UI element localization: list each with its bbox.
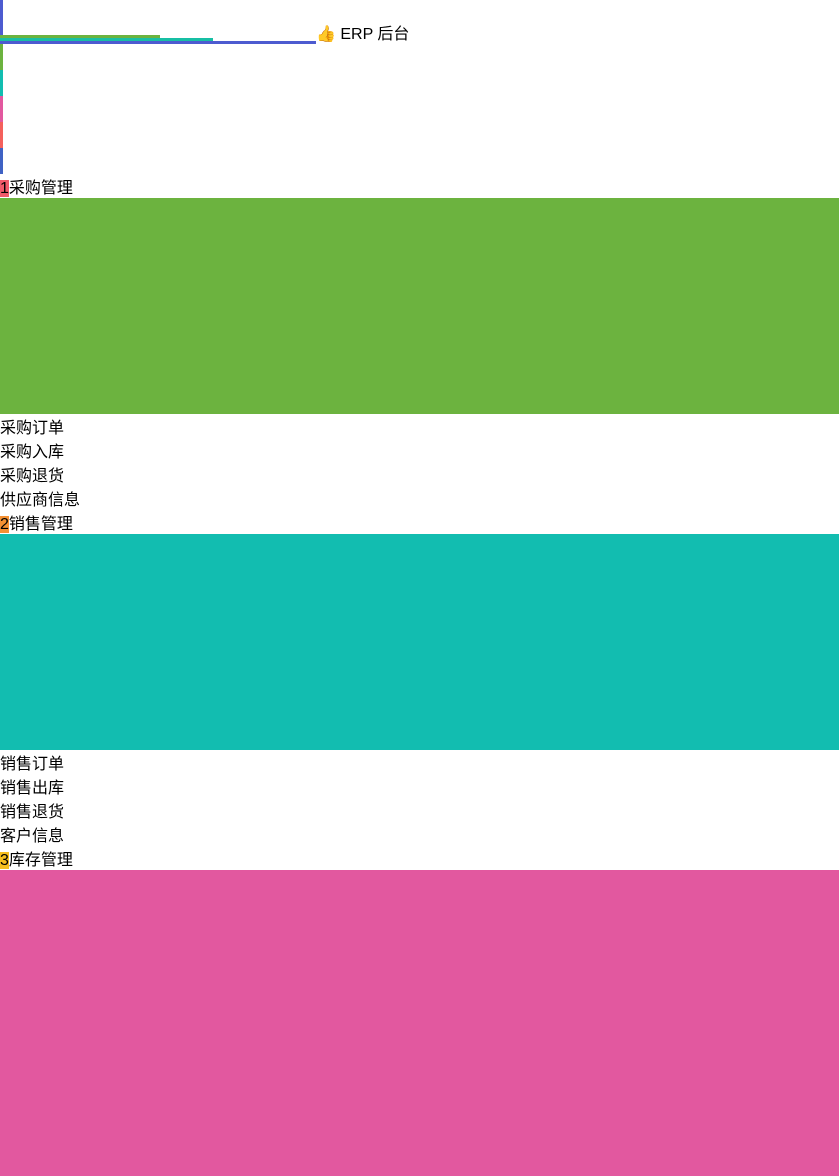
branch-header-1[interactable]: 1采购管理 (0, 174, 839, 198)
branch-drop-line-4 (0, 122, 3, 148)
leaf-label: 采购退货 (0, 468, 65, 485)
leaf-node[interactable]: 采购订单 (0, 414, 839, 438)
root-node-title: ERP 后台 (340, 26, 410, 43)
branch-spine-2 (0, 534, 839, 750)
leaf-label: 采购入库 (0, 444, 65, 461)
branch-drop-line-1 (0, 44, 3, 70)
leaf-label: 销售退货 (0, 804, 65, 821)
root-node[interactable]: 👍 ERP 后台 (316, 20, 522, 88)
leaf-node[interactable]: 销售退货 (0, 798, 839, 822)
leaf-label: 销售订单 (0, 756, 65, 773)
branch-title-3: 库存管理 (8, 852, 73, 869)
branch-column-1: 1采购管理采购订单采购入库采购退货供应商信息 (0, 174, 839, 510)
branch-drop-line-2 (0, 70, 3, 96)
branch-header-3[interactable]: 3库存管理 (0, 846, 839, 870)
branch-title-2: 销售管理 (8, 516, 73, 533)
branch-badge-3: 3 (0, 852, 9, 869)
connector-lines (0, 0, 839, 174)
leaf-node[interactable]: 供应商信息 (0, 486, 839, 510)
leaf-node[interactable]: 客户信息 (0, 822, 839, 846)
leaf-label: 销售出库 (0, 780, 65, 797)
leaf-node[interactable]: 销售订单 (0, 750, 839, 774)
leaf-node[interactable]: 采购入库 (0, 438, 839, 462)
leaf-label: 客户信息 (0, 828, 65, 845)
branch-drop-line-3 (0, 96, 3, 122)
branch-header-2[interactable]: 2销售管理 (0, 510, 839, 534)
leaf-label: 供应商信息 (0, 492, 81, 509)
root-stem-line (0, 0, 3, 35)
branch-spine-1 (0, 198, 839, 414)
branch-badge-2: 2 (0, 516, 9, 533)
bus-segment-blue (0, 41, 343, 44)
thumbs-up-icon: 👍 (316, 26, 336, 43)
leaf-label: 采购订单 (0, 420, 65, 437)
branch-badge-1: 1 (0, 180, 9, 197)
branch-title-1: 采购管理 (8, 180, 73, 197)
branch-spine-3 (0, 870, 839, 1176)
leaf-node[interactable]: 销售出库 (0, 774, 839, 798)
bus-segment-teal (0, 38, 213, 41)
leaf-node[interactable]: 采购退货 (0, 462, 839, 486)
branch-column-3: 3库存管理仓库信息产品库存其它出库其它入库库存调拨库存盘点出库库明细 (0, 846, 839, 1176)
branch-drop-line-5 (0, 148, 3, 174)
branch-column-2: 2销售管理销售订单销售出库销售退货客户信息 (0, 510, 839, 846)
bus-segment-green (0, 35, 160, 38)
